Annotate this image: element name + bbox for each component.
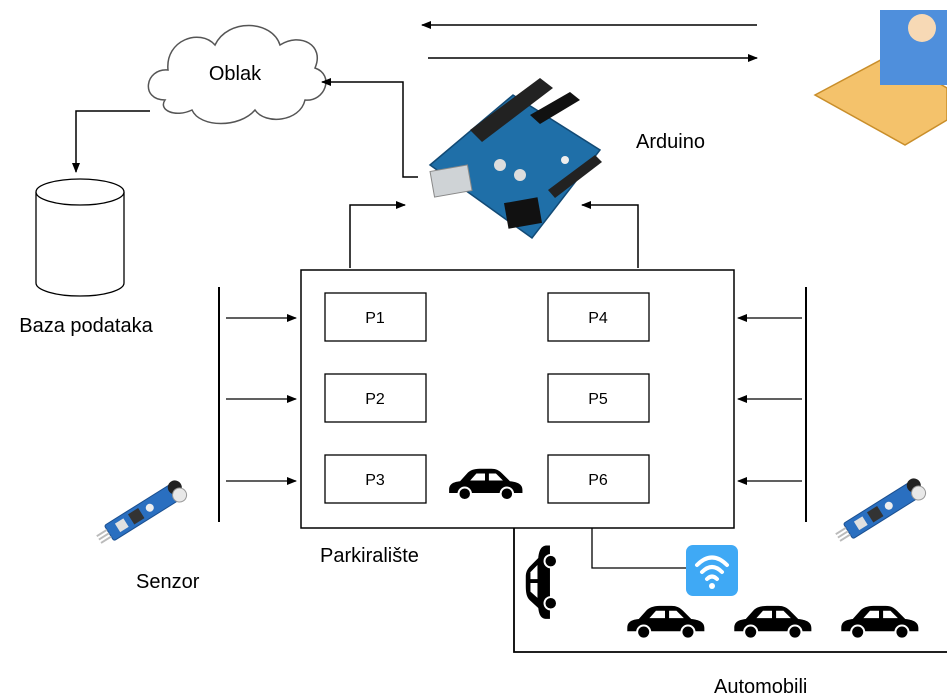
arduino-to-cloud-arrow: [321, 78, 418, 178]
wifi-icon: [686, 545, 738, 596]
cloud-icon: Oblak: [147, 24, 327, 125]
car-lane-boundary: [513, 528, 947, 653]
slot-label: P6: [588, 472, 608, 489]
arduino-board-icon: [428, 78, 602, 240]
parking-slot-p6: P6: [547, 454, 650, 504]
parking-to-arduino-arrow-right: [581, 201, 639, 268]
database-label: Baza podataka: [19, 315, 153, 337]
cloud-to-database-arrow: [72, 110, 150, 173]
slot-label: P1: [365, 310, 385, 327]
parking-slot-p5: P5: [547, 373, 650, 423]
parking-slot-p3: P3: [324, 454, 427, 504]
parking-slot-p2: P2: [324, 373, 427, 423]
database-icon: [35, 178, 125, 297]
parking-slot-p1: P1: [324, 292, 427, 342]
slot-label: P5: [588, 391, 608, 408]
car-icon-2: [733, 604, 813, 640]
parking-to-arduino-arrow-left: [349, 201, 406, 268]
cloud-label: Oblak: [209, 63, 262, 85]
parking-label: Parkiralište: [320, 545, 419, 567]
wifi-connection-line: [591, 528, 686, 569]
user-computer-icon: [813, 10, 947, 146]
slot-label: P4: [588, 310, 608, 327]
car-icon-vertical: [524, 544, 558, 620]
car-icon-3: [840, 604, 920, 640]
arduino-label: Arduino: [636, 131, 705, 153]
car-icon-1: [626, 604, 706, 640]
slot-label: P3: [365, 472, 385, 489]
slot-label: P2: [365, 391, 385, 408]
ir-sensor-icon-right: [831, 474, 930, 549]
cars-label: Automobili: [714, 676, 807, 697]
sensor-label: Senzor: [136, 571, 200, 593]
parking-slot-p4: P4: [547, 292, 650, 342]
ir-sensor-icon-left: [92, 476, 191, 551]
